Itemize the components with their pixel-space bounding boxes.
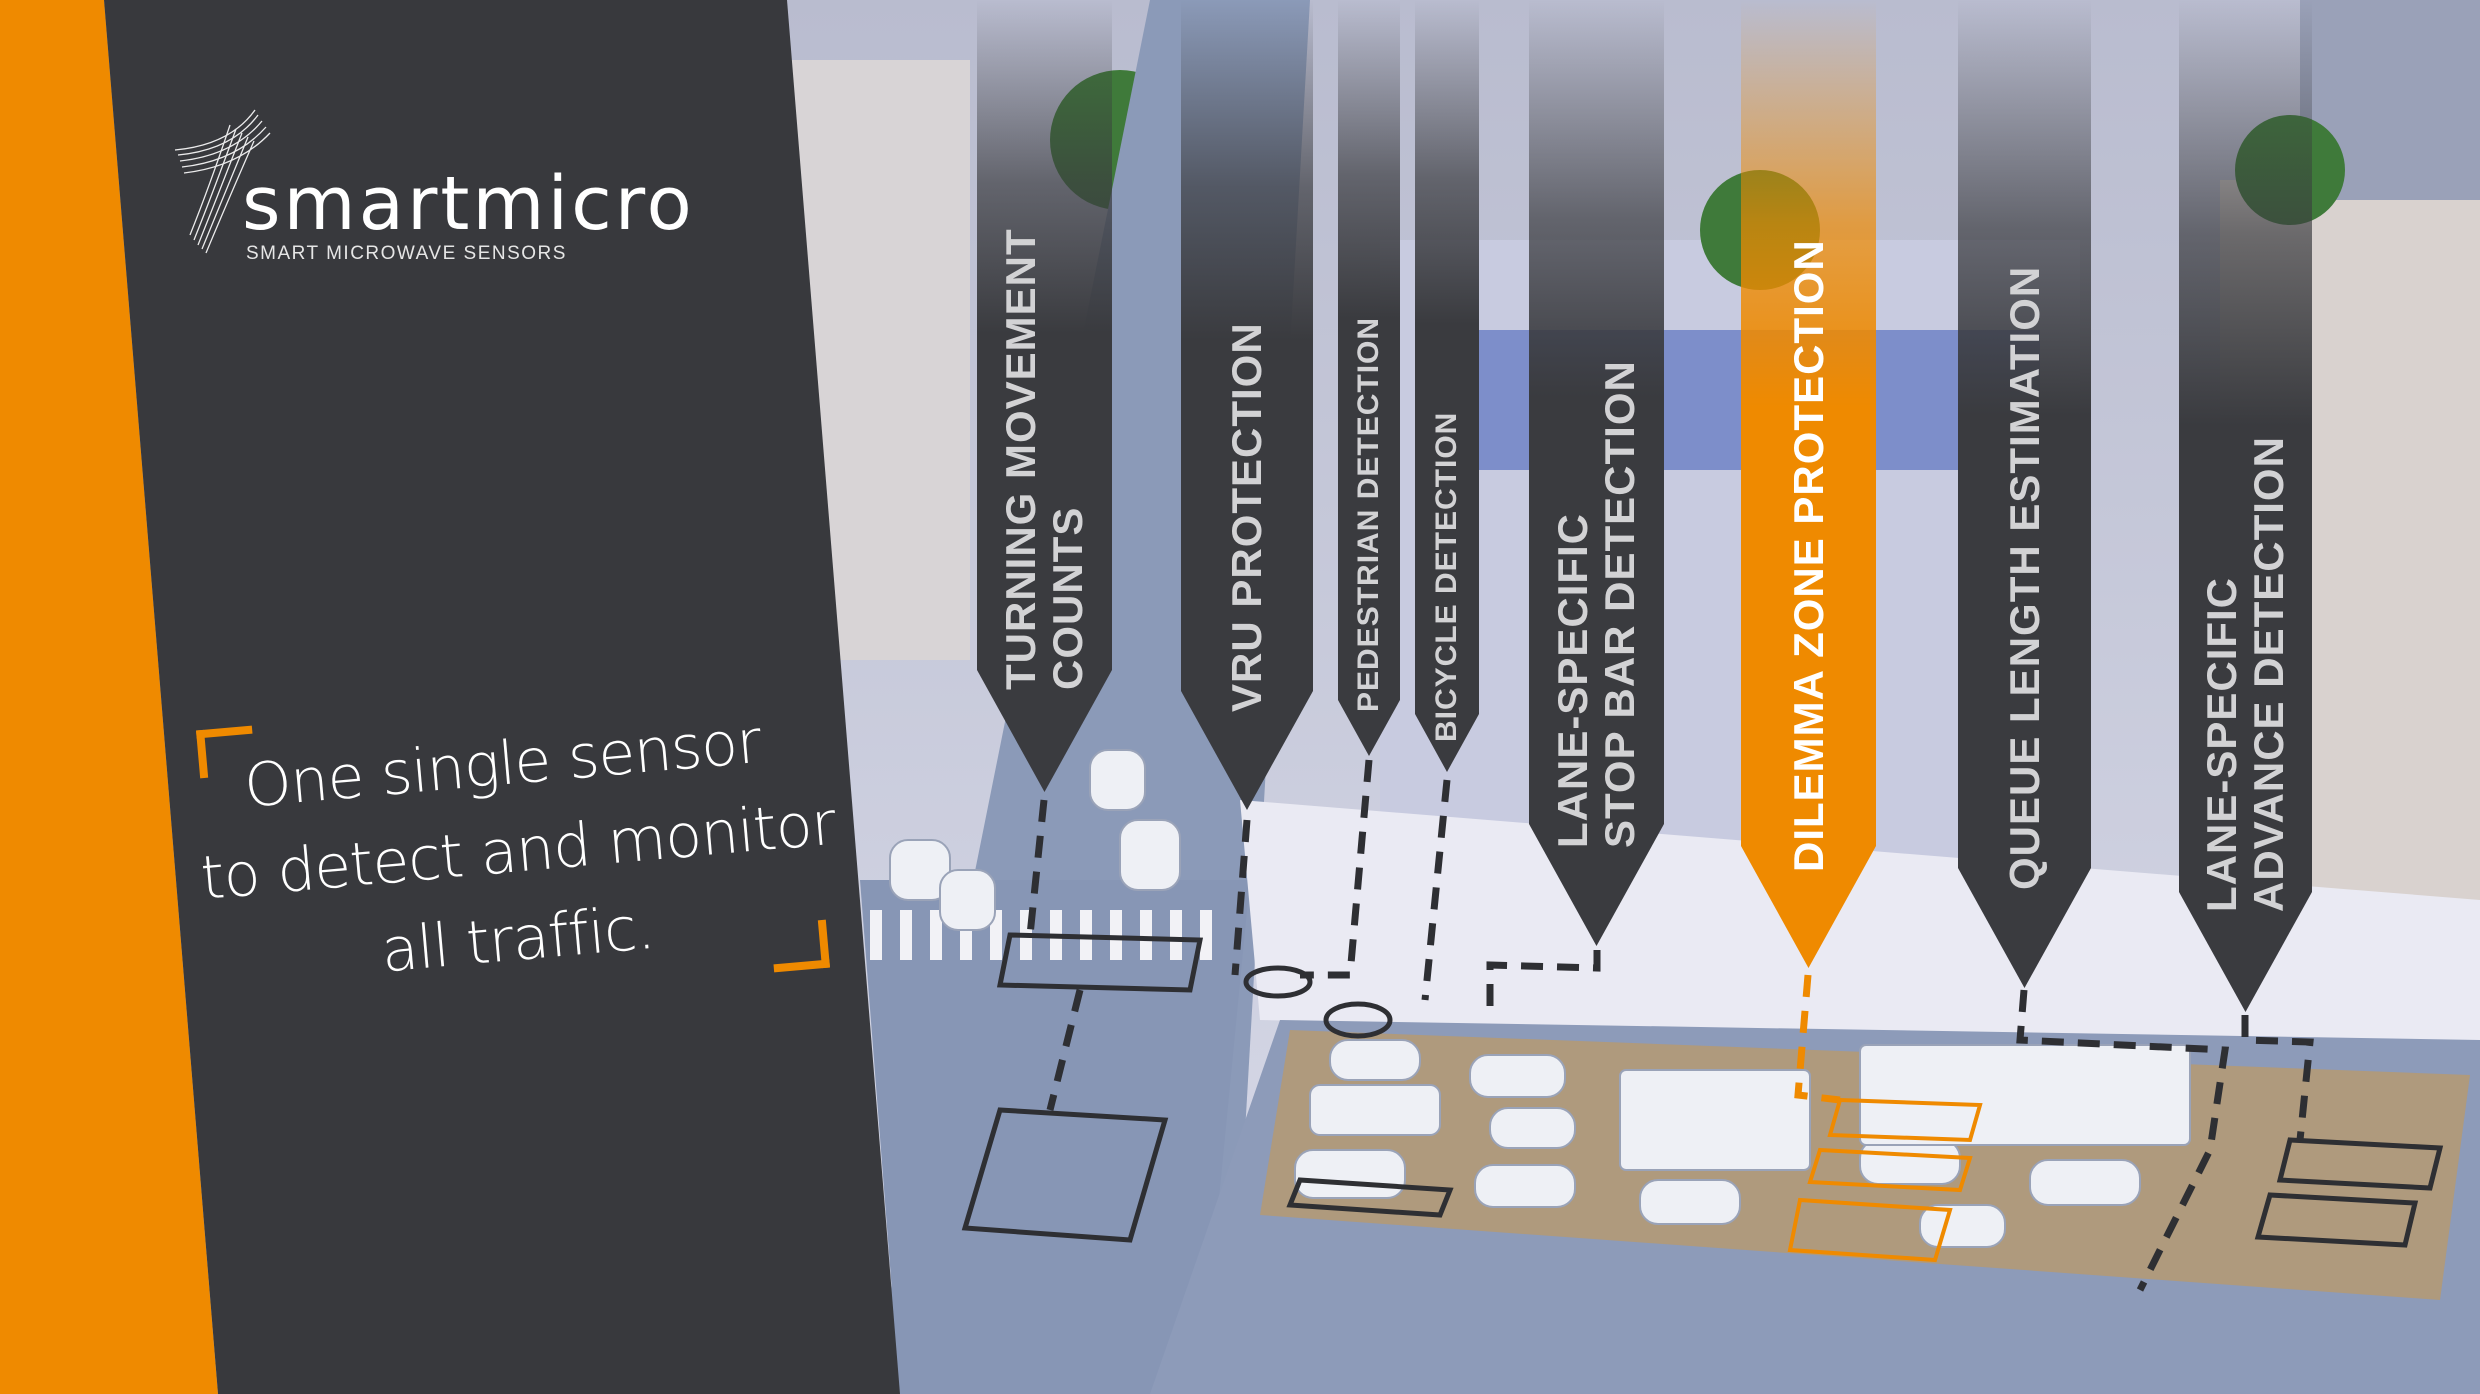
feature-label-line: PEDESTRIAN DETECTION <box>1352 316 1386 712</box>
feature-label-line: LANE-SPECIFIC <box>2198 576 2246 912</box>
feature-pillar: QUEUE LENGTH ESTIMATION <box>1958 0 2091 988</box>
feature-label: QUEUE LENGTH ESTIMATION <box>2001 266 2048 890</box>
feature-label: DILEMMA ZONE PROTECTION <box>1785 239 1832 872</box>
headline: One single sensor to detect and monitor … <box>190 693 838 1010</box>
feature-label-line: VRU PROTECTION <box>1223 322 1271 712</box>
pillar-arrow <box>1338 0 1400 756</box>
feature-pillar: PEDESTRIAN DETECTION <box>1338 0 1400 756</box>
radar-wave-logo-icon <box>174 109 271 254</box>
feature-label: BICYCLE DETECTION <box>1430 412 1464 742</box>
feature-label-line: ADVANCE DETECTION <box>2245 436 2293 912</box>
feature-pillar: DILEMMA ZONE PROTECTION <box>1741 0 1876 968</box>
smartmicro-logo: smartmicro SMART MICROWAVE SENSORS <box>170 105 730 265</box>
feature-label-line: LANE-SPECIFIC <box>1549 512 1597 848</box>
connector-lines <box>1026 759 2314 1292</box>
brand-name: smartmicro <box>242 161 695 247</box>
feature-label-line: QUEUE LENGTH ESTIMATION <box>2000 265 2048 890</box>
pillar-arrow <box>1958 0 2091 988</box>
pillar-arrow <box>977 0 1112 792</box>
feature-label-line: COUNTS <box>1044 506 1092 690</box>
dilemma-connector-line <box>1794 974 1841 1104</box>
building-center-glass <box>1420 330 2040 470</box>
feature-label-line: DILEMMA ZONE PROTECTION <box>1784 239 1832 872</box>
feature-label-line: TURNING MOVEMENT <box>997 228 1045 690</box>
detection-zones <box>961 932 2444 1248</box>
pillar-arrow <box>1181 0 1313 810</box>
brand-tagline: SMART MICROWAVE SENSORS <box>246 243 567 264</box>
feature-label-line: STOP BAR DETECTION <box>1596 360 1644 848</box>
road-crossing <box>860 880 1250 1394</box>
feature-pillar: BICYCLE DETECTION <box>1415 0 1479 772</box>
feature-label: PEDESTRIAN DETECTION <box>1352 317 1386 712</box>
feature-pillar: VRU PROTECTION <box>1181 0 1313 810</box>
sidewalk <box>1240 800 2480 1050</box>
feature-label-line: BICYCLE DETECTION <box>1430 411 1464 742</box>
dilemma-zones <box>1787 1097 1983 1263</box>
vehicles <box>889 749 2191 1248</box>
feature-label: VRU PROTECTION <box>1223 322 1270 712</box>
pillar-arrow <box>1529 0 1664 946</box>
pillar-arrow <box>2179 0 2312 1012</box>
pillar-arrow <box>1415 0 1479 772</box>
pillar-arrow-highlight <box>1741 0 1876 968</box>
